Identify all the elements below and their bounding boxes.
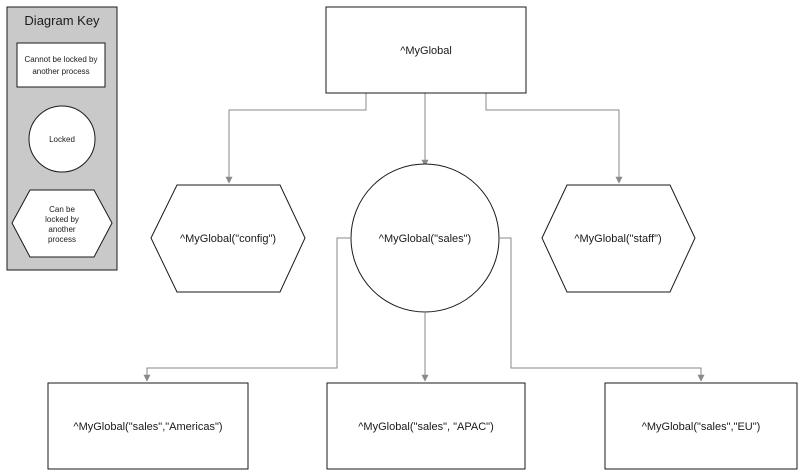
key-rect-label-line1: Cannot be locked by [25, 55, 98, 64]
key-title: Diagram Key [24, 13, 100, 28]
node-eu-label: ^MyGlobal("sales","EU") [642, 421, 761, 433]
node-americas-shape [47, 382, 249, 470]
node-staff-label: ^MyGlobal("staff") [574, 233, 661, 245]
node-staff: ^MyGlobal("staff") [541, 184, 696, 293]
node-apac-label: ^MyGlobal("sales", "APAC") [358, 421, 494, 433]
node-sales-shape [350, 163, 500, 313]
node-sales: ^MyGlobal("sales") [350, 163, 500, 313]
node-config: ^MyGlobal("config") [150, 184, 306, 293]
key-hex-label-line4: process [48, 235, 76, 244]
node-root: ^MyGlobal [325, 6, 527, 94]
node-americas: ^MyGlobal("sales","Americas") [47, 382, 249, 470]
diagram-key: Diagram Key Cannot be locked by another … [6, 6, 118, 271]
node-sales-label: ^MyGlobal("sales") [379, 233, 471, 245]
connector-sales-americas [143, 237, 350, 382]
node-root-shape [325, 6, 527, 94]
node-eu: ^MyGlobal("sales","EU") [604, 382, 798, 470]
key-rect-label-line2: another process [32, 67, 89, 76]
key-hex-label-line1: Can be [49, 205, 75, 214]
key-rect-shape [16, 42, 106, 88]
connector-root-staff [485, 93, 623, 184]
key-hex-shape [11, 189, 113, 258]
connector-sales-eu [500, 237, 705, 382]
key-hex-label-line2: locked by [45, 215, 79, 224]
node-americas-label: ^MyGlobal("sales","Americas") [73, 421, 222, 433]
node-apac: ^MyGlobal("sales", "APAC") [326, 382, 526, 470]
node-config-label: ^MyGlobal("config") [180, 233, 276, 245]
connector-root-config [225, 93, 367, 184]
node-root-label: ^MyGlobal [400, 45, 452, 57]
node-config-shape [150, 184, 306, 293]
key-circle-label: Locked [49, 135, 75, 144]
node-staff-shape [541, 184, 696, 293]
node-eu-shape [604, 382, 798, 470]
key-circle-shape [28, 105, 96, 173]
connectors [143, 93, 705, 382]
key-hex-label-line3: another [48, 225, 75, 234]
node-apac-shape [326, 382, 526, 470]
